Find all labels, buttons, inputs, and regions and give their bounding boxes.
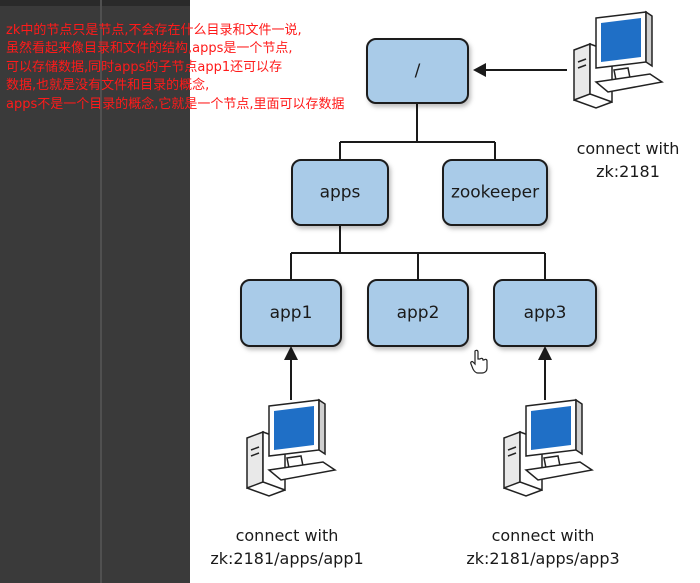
node-app3-label: app3 — [524, 303, 567, 323]
client-bottom-left-line2: zk:2181/apps/app1 — [210, 549, 363, 568]
node-app1-label: app1 — [270, 303, 313, 323]
annotation-line: 虽然看起来像目录和文件的结构,apps是一个节点, — [6, 41, 293, 57]
annotation-line: zk中的节点只是节点,不会存在什么目录和文件一说, — [6, 23, 302, 38]
annotation-line: 数据,也就是没有文件和目录的概念, — [6, 78, 210, 94]
computer-icon — [503, 399, 593, 497]
arrow-left-client-to-app1 — [284, 346, 298, 400]
znode-tree-diagram: / apps zookeeper app1 app2 app3 connect … — [210, 11, 680, 568]
arrow-right-client-to-app3 — [538, 346, 552, 400]
node-app2: app2 — [367, 279, 469, 347]
annotation-line: apps不是一个目录的概念,它就是一个节点,里面可以存数据 — [6, 96, 345, 112]
annotation-note: zk中的节点只是节点,不会存在什么目录和文件一说, 虽然看起来像目录和文件的结构… — [6, 22, 436, 114]
annotation-line: 可以存储数据,同时apps的子节点app1还可以存 — [6, 59, 283, 75]
computer-icon — [246, 399, 336, 497]
node-app1: app1 — [240, 279, 342, 347]
node-root: / — [366, 38, 469, 104]
client-top-right-line2: zk:2181 — [596, 162, 660, 181]
client-bottom-right: connect with zk:2181/apps/app3 — [466, 399, 620, 568]
left-panel-background — [0, 0, 190, 583]
client-top-right: connect with zk:2181 — [573, 11, 680, 181]
left-panel-divider — [100, 0, 102, 583]
arrow-top-client-to-root — [473, 63, 567, 77]
node-apps-label: apps — [320, 183, 361, 203]
node-zookeeper: zookeeper — [442, 159, 548, 226]
node-zookeeper-label: zookeeper — [451, 183, 539, 203]
client-bottom-right-line1: connect with — [492, 526, 595, 545]
tree-connectors — [290, 103, 546, 280]
node-app2-label: app2 — [397, 303, 440, 323]
client-bottom-left: connect with zk:2181/apps/app1 — [210, 399, 364, 568]
node-app3: app3 — [493, 279, 597, 347]
client-bottom-right-line2: zk:2181/apps/app3 — [466, 549, 619, 568]
node-apps: apps — [291, 159, 389, 226]
hand-cursor-icon — [470, 349, 488, 374]
client-top-right-line1: connect with — [577, 139, 680, 158]
client-bottom-left-line1: connect with — [236, 526, 339, 545]
left-panel-top-edge — [0, 0, 190, 6]
node-root-label: / — [415, 61, 421, 81]
computer-icon — [573, 11, 663, 109]
diagram-slide: / apps zookeeper app1 app2 app3 connect … — [190, 0, 700, 583]
